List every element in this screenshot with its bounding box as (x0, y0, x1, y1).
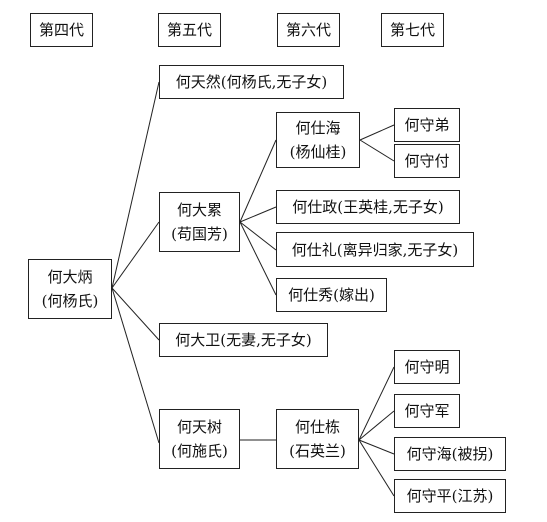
connector-root-tianran (111, 81, 160, 289)
person-tianshu-name: 何天树 (176, 418, 222, 436)
person-tianran-label: 何天然(何杨氏,无子女) (175, 73, 328, 91)
person-shixiu-label: 何仕秀(嫁出) (288, 286, 375, 304)
person-shidong-spouse: (石英兰) (289, 442, 346, 460)
person-shili-label: 何仕礼(离异归家,无子女) (291, 240, 459, 259)
connector-root-tianwei (111, 287, 160, 341)
connector-tianlei-shihai (239, 139, 277, 223)
person-shouhai: 何守海(被拐) (394, 437, 506, 471)
generation-6-label: 第六代 (285, 21, 331, 39)
person-tianran: 何天然(何杨氏,无子女) (159, 65, 344, 99)
connector-shidong-shoujun (358, 410, 395, 441)
person-shouming-label: 何守明 (404, 358, 450, 376)
connector-shidong-shouhai (358, 439, 395, 455)
connector-root-tianshu (111, 287, 160, 444)
generation-4-label: 第四代 (38, 21, 84, 39)
person-tianlei-spouse: (苟国芳) (171, 225, 228, 243)
connector-tianlei-shili (239, 221, 277, 251)
person-shidong-name: 何仕栋 (294, 418, 340, 436)
person-shoujun: 何守军 (394, 394, 460, 428)
person-tianlei-name: 何大累 (176, 201, 222, 219)
generation-7-header: 第七代 (381, 13, 444, 47)
connector-shihai-shoudi (359, 124, 395, 141)
person-shoudi: 何守弟 (394, 108, 460, 142)
connector-root-tianlei (111, 221, 160, 289)
connector-shidong-shouming (358, 366, 395, 441)
person-root: 何大炳 (何杨氏) (28, 259, 112, 319)
generation-7-label: 第七代 (389, 21, 435, 39)
person-shihai-spouse: (杨仙桂) (289, 143, 347, 161)
person-shihai-name: 何仕海 (295, 119, 341, 137)
person-tianshu-spouse: (何施氏) (171, 442, 228, 460)
person-shoujun-label: 何守军 (404, 402, 450, 420)
person-shizheng-label: 何仕政(王英桂,无子女) (292, 198, 444, 216)
person-tianlei: 何大累 (苟国芳) (159, 192, 240, 252)
generation-5-label: 第五代 (166, 21, 212, 39)
generation-6-header: 第六代 (277, 13, 340, 47)
person-shoufu: 何守付 (394, 144, 460, 178)
person-shihai: 何仕海 (杨仙桂) (276, 112, 360, 168)
person-root-name: 何大炳 (47, 268, 93, 286)
generation-4-header: 第四代 (30, 13, 93, 47)
person-shizheng: 何仕政(王英桂,无子女) (276, 190, 460, 224)
connector-shidong-shouping (358, 439, 395, 497)
person-shixiu: 何仕秀(嫁出) (276, 278, 387, 312)
person-root-spouse: (何杨氏) (41, 292, 99, 310)
person-tianwei-label: 何大卫(无妻,无子女) (175, 331, 312, 349)
person-tianshu: 何天树 (何施氏) (159, 409, 240, 469)
person-tianwei: 何大卫(无妻,无子女) (159, 323, 328, 357)
person-shoufu-label: 何守付 (404, 152, 450, 170)
connector-tianlei-shizheng (239, 206, 277, 223)
person-shouping-label: 何守平(江苏) (406, 487, 494, 505)
person-shouping: 何守平(江苏) (394, 479, 506, 513)
connector-tianlei-shixiu (239, 221, 277, 296)
person-shili: 何仕礼(离异归家,无子女) (276, 232, 474, 267)
person-shidong: 何仕栋 (石英兰) (276, 409, 359, 469)
person-shoudi-label: 何守弟 (404, 116, 450, 134)
person-shouming: 何守明 (394, 350, 460, 384)
person-shouhai-label: 何守海(被拐) (406, 445, 494, 463)
connector-shihai-shoufu (359, 139, 395, 162)
generation-5-header: 第五代 (158, 13, 221, 47)
